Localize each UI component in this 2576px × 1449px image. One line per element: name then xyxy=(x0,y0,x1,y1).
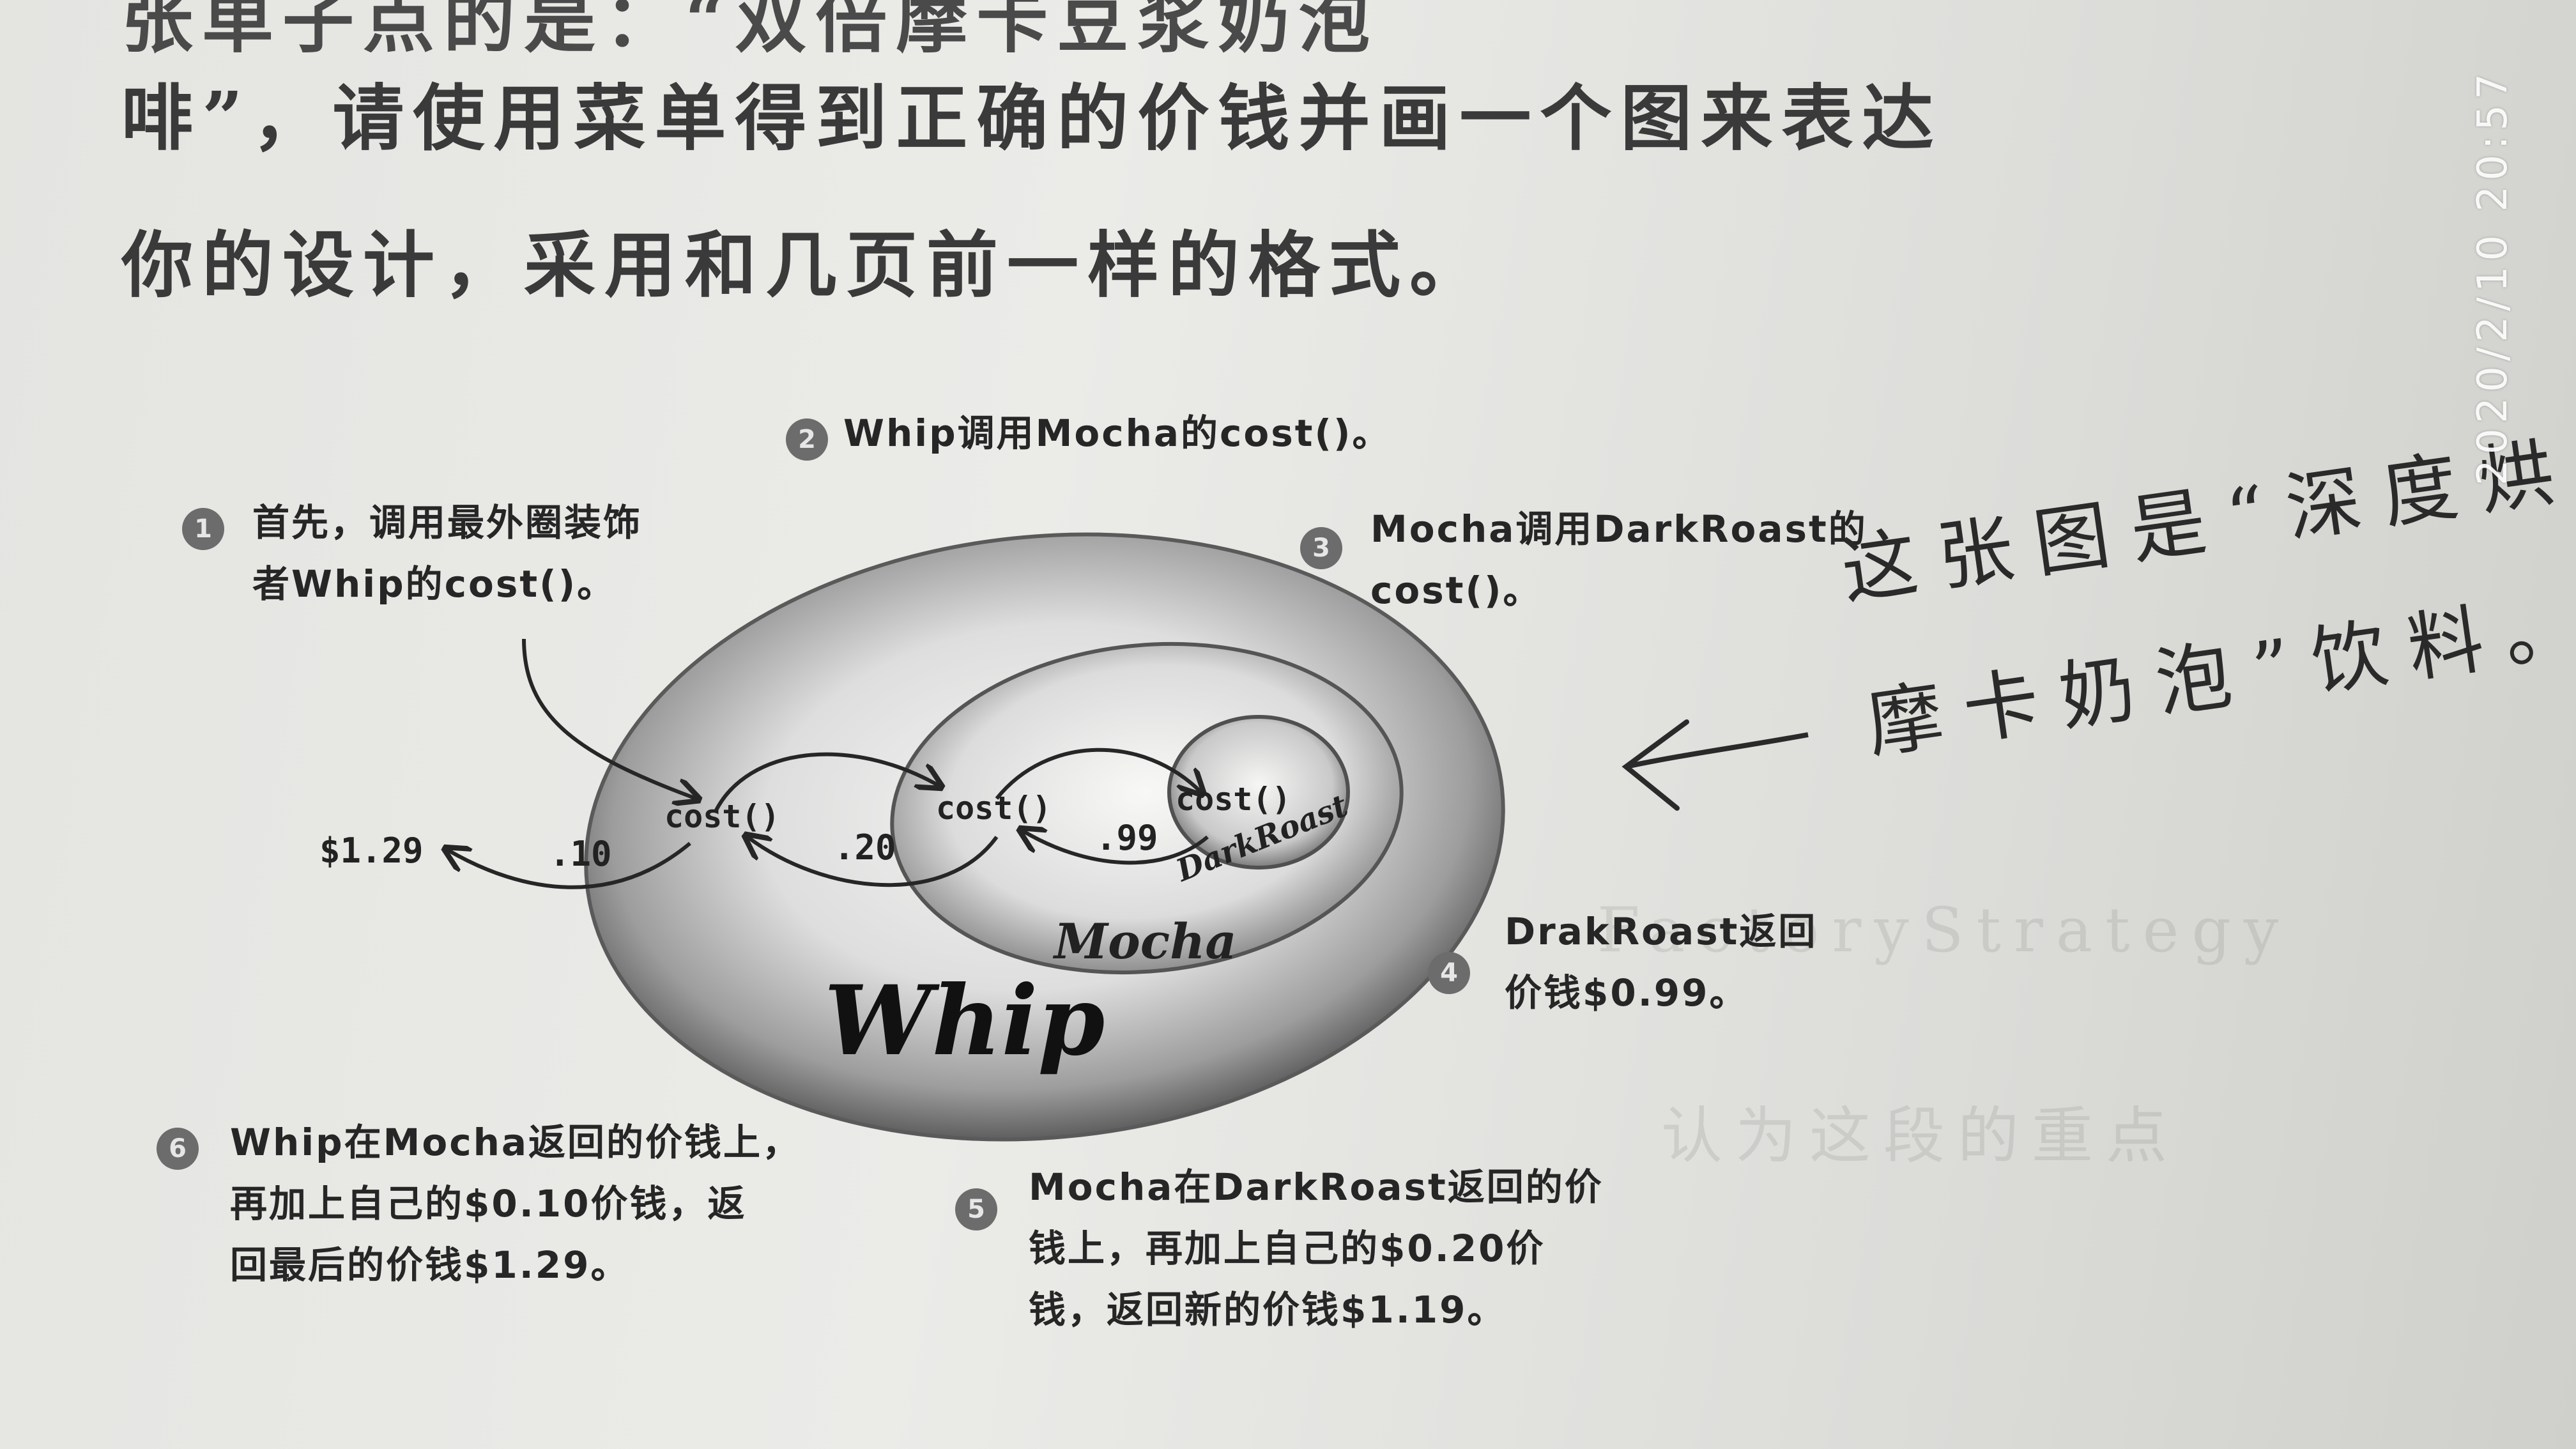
step-1-line: 首先，调用最外圈装饰 xyxy=(252,501,643,544)
mocha-label: Mocha xyxy=(1052,913,1237,970)
paragraph-line-2: 你的设计，采用和几页前一样的格式。 xyxy=(121,224,1490,307)
return-arrow-darkroast xyxy=(1022,831,1209,865)
return-arrow-mocha xyxy=(747,837,999,887)
call-arrow-2 xyxy=(714,752,939,813)
bleed-through-text: 认为这段的重点 xyxy=(1661,1100,2180,1172)
handwritten-arrow xyxy=(1625,732,1809,769)
mocha-cost-label: cost() xyxy=(936,790,1052,827)
partial-top-line: 张单子点的是：“双倍摩卡豆浆奶泡 xyxy=(121,0,1379,63)
step-5-line: 钱，返回新的价钱$1.19。 xyxy=(1029,1288,1506,1331)
whip-cost-label: cost() xyxy=(664,798,780,835)
whip-label: Whip xyxy=(824,965,1105,1077)
step-3-caption: Mocha调用DarkRoast的 cost()。 xyxy=(1370,498,1867,621)
step-5-caption: Mocha在DarkRoast返回的价 钱上，再加上自己的$0.20价 钱，返回… xyxy=(1029,1156,1604,1340)
step-1-line: 者Whip的cost()。 xyxy=(252,562,617,606)
darkroast-value: .99 xyxy=(1096,818,1158,858)
step-5-line: Mocha在DarkRoast返回的价 xyxy=(1029,1165,1604,1209)
darkroast-cost-label: cost() xyxy=(1176,781,1291,818)
step-6-line: 再加上自己的$0.10价钱，返 xyxy=(230,1182,747,1225)
step-5-line: 钱上，再加上自己的$0.20价 xyxy=(1029,1227,1545,1270)
step-4-line: 价钱$0.99。 xyxy=(1505,971,1749,1015)
step-1-badge: 1 xyxy=(182,508,224,550)
call-arrow-1 xyxy=(522,638,696,799)
step-1-caption: 首先，调用最外圈装饰 者Whip的cost()。 xyxy=(252,492,642,615)
darkroast-circle xyxy=(1167,715,1350,870)
mocha-value: .20 xyxy=(834,827,896,868)
step-6-caption: Whip在Mocha返回的价钱上， 再加上自己的$0.10价钱，返 回最后的价钱… xyxy=(230,1112,801,1296)
step-6-badge: 6 xyxy=(157,1128,199,1170)
step-2-caption: Whip调用Mocha的cost()。 xyxy=(843,402,1392,464)
total-value: $1.29 xyxy=(319,831,424,871)
step-4-badge: 4 xyxy=(1428,952,1470,994)
step-3-line: Mocha调用DarkRoast的 xyxy=(1370,507,1867,551)
step-6-line: 回最后的价钱$1.29。 xyxy=(230,1243,630,1287)
step-3-badge: 3 xyxy=(1300,527,1342,569)
step-4-line: DrakRoast返回 xyxy=(1505,910,1818,953)
handwritten-arrow-head xyxy=(1621,719,1689,811)
step-4-caption: DrakRoast返回 价钱$0.99。 xyxy=(1505,901,1817,1023)
step-3-line: cost()。 xyxy=(1370,569,1542,612)
step-6-line: Whip在Mocha返回的价钱上， xyxy=(230,1121,802,1164)
photo-timestamp: 2020/2/10 20:57 xyxy=(2469,68,2517,486)
paragraph-line-1: 啡”，请使用菜单得到正确的价钱并画一个图来表达 xyxy=(121,77,1943,160)
step-5-badge: 5 xyxy=(955,1188,997,1230)
return-arrow-whip xyxy=(447,841,691,889)
bleed-through-text: FactoryStrategy xyxy=(1597,894,2292,966)
step-2-badge: 2 xyxy=(786,418,828,461)
whip-value: .10 xyxy=(549,834,612,874)
call-arrow-3 xyxy=(995,747,1201,799)
step-2-line: Whip调用Mocha的cost()。 xyxy=(843,411,1392,455)
